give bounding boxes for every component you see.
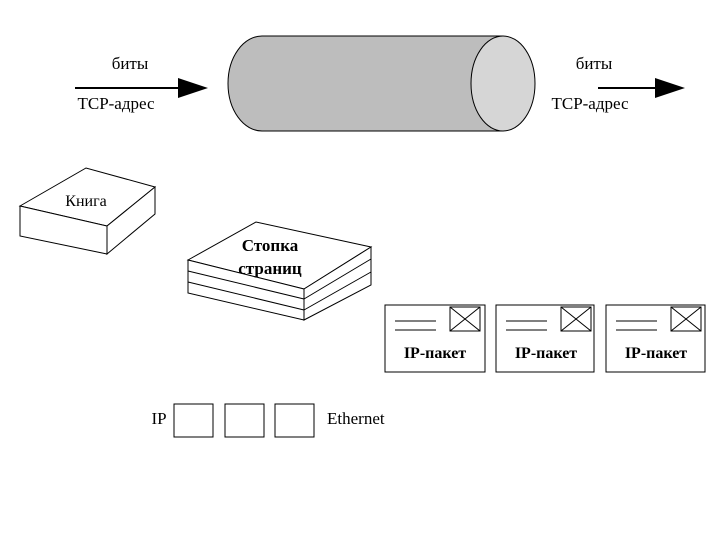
pages-stack-layer-line — [187, 281, 305, 311]
book-side-face — [106, 185, 156, 256]
ip-packet: IP-пакет — [605, 304, 706, 373]
stamp-icon — [449, 306, 481, 332]
pages-stack-shape — [186, 221, 373, 321]
frame-box — [173, 403, 214, 438]
output-tcp-address-label: TCP-адрес — [551, 94, 629, 113]
input-tcp-address-label: TCP-адрес — [77, 94, 155, 113]
pages-stack-label-line2: страниц — [238, 259, 302, 278]
pipe-end-cap — [470, 35, 536, 132]
stamp-icon — [670, 306, 702, 332]
output-bits-label: биты — [576, 54, 613, 73]
pages-stack-layer-line — [303, 258, 372, 300]
ip-packet-label: IP-пакет — [404, 345, 466, 362]
frame-box — [274, 403, 315, 438]
ip-packet: IP-пакет — [495, 304, 595, 373]
ip-packet-label: IP-пакет — [625, 345, 687, 362]
pipe-cylinder — [227, 35, 536, 132]
pipe-body — [227, 35, 504, 132]
pipe-output: биты TCP-адрес — [551, 54, 685, 113]
book-shape — [18, 167, 157, 256]
ip-packet: IP-пакет — [384, 304, 486, 373]
frame-row: IP Ethernet — [151, 403, 385, 438]
frame-box — [224, 403, 265, 438]
pages-stack-layer-line — [303, 271, 372, 311]
input-arrow-head — [178, 78, 208, 98]
ip-packet-label: IP-пакет — [515, 345, 577, 362]
pipe-input: биты TCP-адрес — [75, 54, 208, 113]
output-arrow-head — [655, 78, 685, 98]
frame-ip-label: IP — [151, 409, 166, 428]
pages-stack-layer-line — [187, 270, 305, 300]
stamp-icon — [560, 306, 592, 332]
pages-stack-label-line1: Стопка — [242, 236, 299, 255]
frame-ethernet-label: Ethernet — [327, 409, 385, 428]
book-label: Книга — [65, 193, 106, 210]
input-bits-label: биты — [112, 54, 149, 73]
